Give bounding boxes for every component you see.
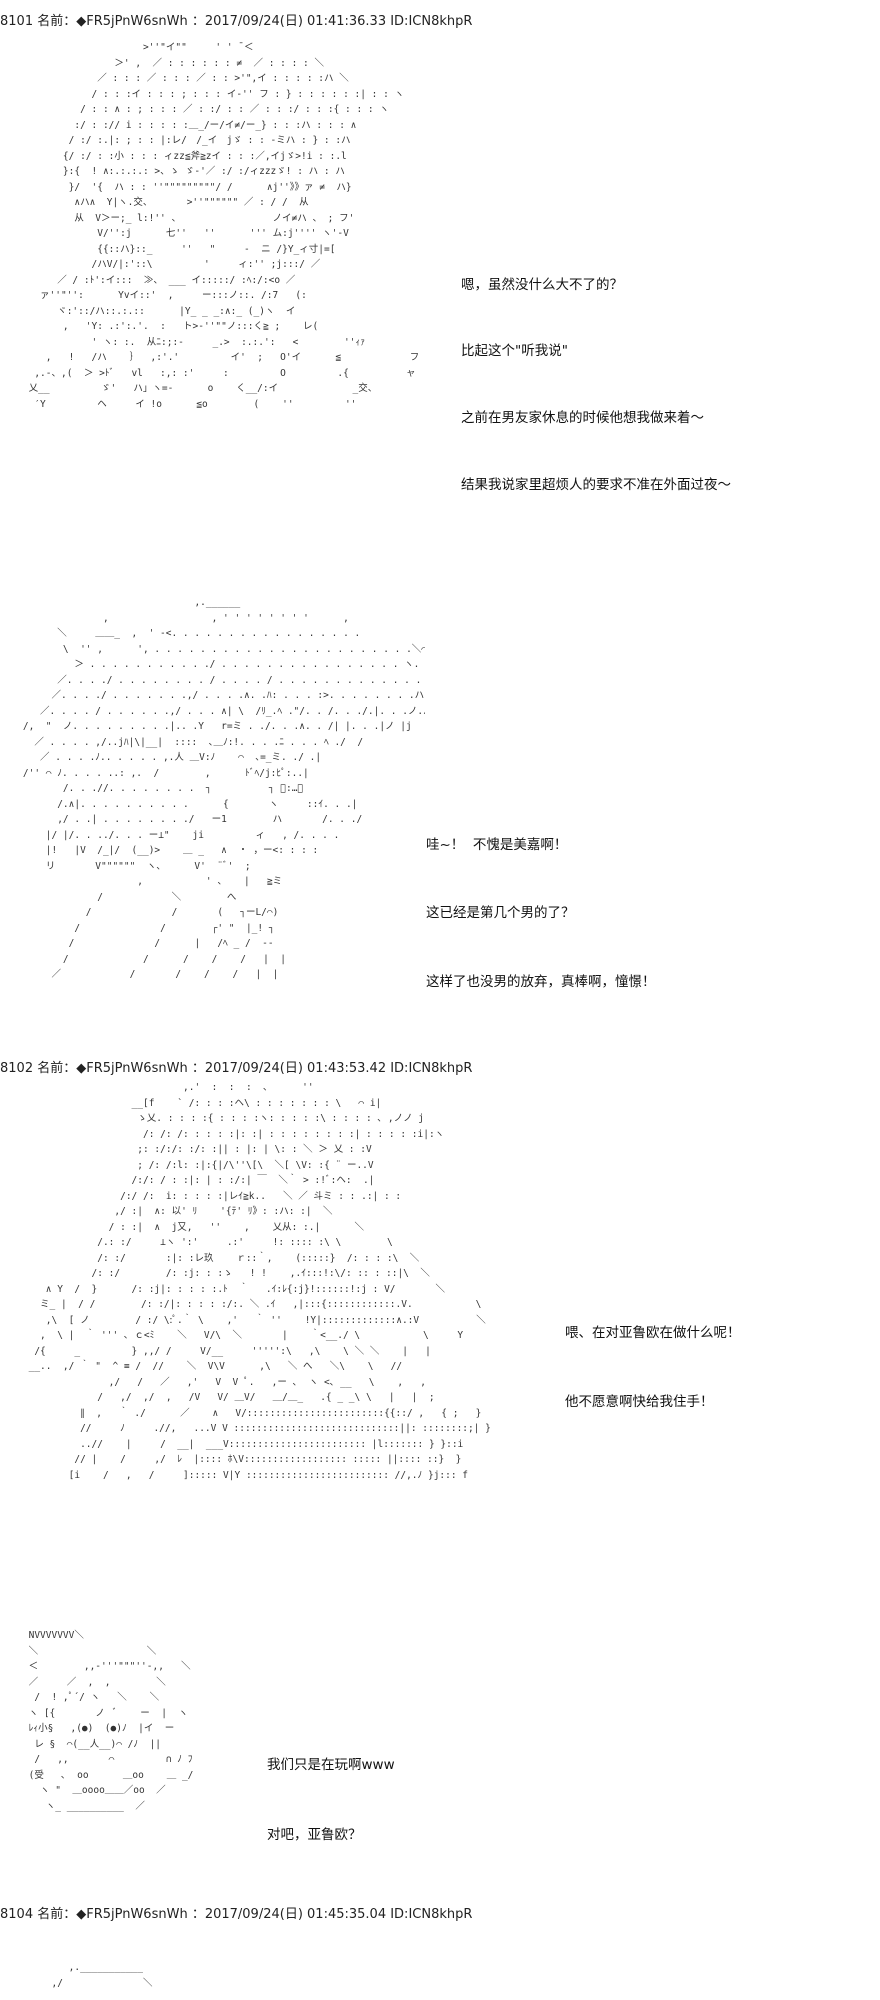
ascii-art-figure: >''"イ"" ' ' ̄ ＜ ＞' , ／ : : : : : : ≠ ／ :… (28, 42, 420, 410)
dialog-line: 这样了也没男的放弃，真棒啊，憧憬！ (426, 974, 656, 990)
dialog-block: 喂、在对亚鲁欧在做什么呢！ 他不愿意啊快给我住手！ (565, 1291, 741, 1444)
ascii-art-figure: ,.______ , , ' ' ' ' ' ' ' ' , ＼ ＿＿_ , '… (22, 597, 425, 980)
ascii-art-figure: NVVVVVVV＼ ＼ ＼ ＜ ,,-'''"""''-,, ＼ ／ ／ , ,… (28, 1630, 194, 1812)
dialog-block: 我们只是在玩啊www 对吧，亚鲁欧？ (267, 1723, 395, 1877)
dialog-block: 嗯，虽然没什么大不了的？ 比起这个"听我说" 之前在男友家休息的时候他想我做来着… (461, 243, 731, 526)
ascii-art-figure: ,.' : : : ､ '' __[f ` /: : : :ヘ\ : : : :… (28, 1082, 491, 1481)
ascii-art-figure: ,.___________ ,/ ＼ (51, 1962, 153, 1989)
dialog-line: 哇~！ 不愧是美嘉啊！ (426, 836, 568, 853)
post-header: 8102 名前：◆FR5jPnW6snWh ：2017/09/24(日) 01:… (0, 1061, 473, 1076)
dialog-block: 哇~！ 不愧是美嘉啊！ 这已经是第几个男的了？ 这样了也没男的放弃，真棒啊，憧憬… (426, 803, 656, 1024)
dialog-line: 嗯，虽然没什么大不了的？ (461, 276, 623, 293)
dialog-line: 对吧，亚鲁欧？ (267, 1827, 362, 1844)
dialog-line: 我们只是在玩啊www (267, 1756, 395, 1773)
dialog-line: 他不愿意啊快给我住手！ (565, 1394, 714, 1411)
post-header: 8104 名前：◆FR5jPnW6snWh ：2017/09/24(日) 01:… (0, 1907, 473, 1922)
post-header: 8101 名前：◆FR5jPnW6snWh ：2017/09/24(日) 01:… (0, 14, 473, 29)
dialog-line: 之前在男友家休息的时候他想我做来着～ (461, 410, 704, 426)
dialog-line: 结果我说家里超烦人的要求不准在外面过夜～ (461, 476, 731, 493)
dialog-line: 这已经是第几个男的了？ (426, 905, 575, 922)
dialog-line: 喂、在对亚鲁欧在做什么呢！ (565, 1324, 741, 1341)
dialog-line: 比起这个"听我说" (461, 343, 568, 360)
